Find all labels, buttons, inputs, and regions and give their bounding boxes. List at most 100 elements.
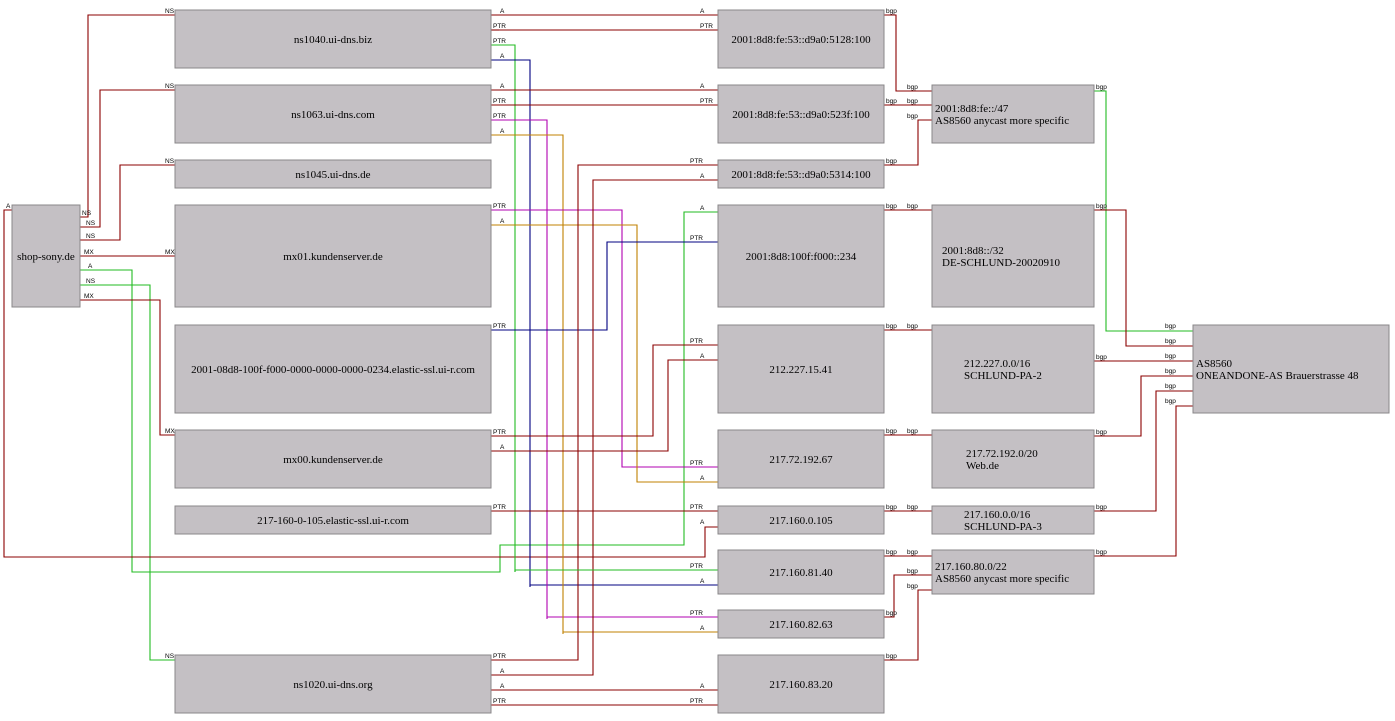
node-label: mx00.kundenserver.de [283,454,383,466]
edge-label-target: bgp [907,568,918,575]
nodes-layer: shop-sony.dens1040.ui-dns.bizns1063.ui-d… [11,9,1390,714]
edge-line [884,14,932,92]
edge-2: NS NS [80,158,175,241]
edge-1: NS NS [80,83,175,228]
node-box [717,549,885,595]
node-label: 212.227.0.0/16 [964,358,1031,370]
edge-label-target: PTR [690,504,703,511]
edge-27: PTR [514,563,718,572]
node-ip5128: 2001:8d8:fe:53::d9a0:5128:100 [717,9,885,69]
node-label: ONEANDONE-AS Brauerstrasse 48 [1196,370,1359,382]
edge-label-target: bgp [1165,368,1176,375]
edge-label-target: bgp [907,84,918,91]
edge-line [491,44,516,572]
edge-line [3,209,718,558]
node-label: 2001:8d8:fe:53::d9a0:523f:100 [732,109,870,121]
node-label: 2001:8d8:100f:f000::234 [746,251,857,263]
node-box [717,204,885,308]
node-ip2171608140: 217.160.81.40 [717,549,885,595]
edge-label-source: bgp [886,158,897,165]
node-label: ns1045.ui-dns.de [295,169,370,181]
edge-label-source: bgp [886,653,897,660]
node-label: 2001-08d8-100f-f000-0000-0000-0000-0234.… [191,364,475,376]
edge-31: bgp bgp [884,8,932,92]
node-box [717,429,885,489]
edge-label-source: A [500,668,505,675]
node-box [931,549,1095,595]
edge-label-target: PTR [690,338,703,345]
node-box [717,84,885,144]
edge-line [1094,90,1193,332]
node-box [717,159,885,189]
node-label: 217.160.83.20 [769,679,833,691]
edge-line [80,14,175,218]
node-ns1020: ns1020.ui-dns.org [174,654,492,714]
edge-label-target: MX [165,249,175,256]
edge-line [491,59,718,586]
node-label: DE-SCHLUND-20020910 [942,257,1060,269]
node-label: 217.160.82.63 [769,619,833,631]
edge-label-target: NS [165,653,175,660]
edge-line [80,164,175,241]
node-label: Web.de [966,460,999,472]
edge-line [1094,405,1193,557]
edge-label-target: MX [165,428,175,435]
node-label: AS8560 anycast more specific [935,115,1069,127]
edge-label-source: A [88,263,93,270]
edge-20: AA [491,353,718,452]
edge-label-target: NS [165,158,175,165]
edge-line [491,134,718,633]
edge-label-source: bgp [886,8,897,15]
edge-label-source: PTR [493,38,506,45]
edge-label-target: PTR [690,460,703,467]
edge-label-target: A [700,625,705,632]
node-label: 217.160.0.0/16 [964,509,1031,521]
node-label: ns1063.ui-dns.com [291,109,375,121]
node-box [717,505,885,535]
edge-label-source: PTR [493,23,506,30]
node-box [931,429,1095,489]
edge-22: PTR PTR [491,158,718,661]
edge-label-source: bgp [886,504,897,511]
edge-label-target: PTR [700,23,713,30]
edge-label-source: MX [84,293,94,300]
edge-7: AA [3,203,718,558]
edge-label-target: bgp [907,583,918,590]
node-ns1045: ns1045.ui-dns.de [174,159,492,189]
node-box [717,324,885,414]
edge-label-source: PTR [493,113,506,120]
edge-line [491,359,718,452]
node-ns1040: ns1040.ui-dns.biz [174,9,492,69]
edge-5: NS NS [80,278,175,661]
edge-label-source: NS [86,220,96,227]
node-box [931,204,1095,308]
edge-label-source: PTR [493,698,506,705]
edge-44: bgp bgp [1094,368,1193,437]
edge-11: AA [491,53,718,586]
node-ip523f: 2001:8d8:fe:53::d9a0:523f:100 [717,84,885,144]
edge-label-target: bgp [1165,398,1176,405]
edge-label-target: A [700,353,705,360]
edge-label-target: A [700,578,705,585]
edge-label-target: NS [165,83,175,90]
edge-label-source: bgp [886,549,897,556]
edge-label-source: A [500,444,505,451]
edge-label-source: bgp [1096,84,1107,91]
edge-label-source: NS [86,278,96,285]
node-elastic105: 217-160-0-105.elastic-ssl.ui-r.com [174,505,492,535]
edge-label-source: PTR [493,323,506,330]
node-box [717,9,885,69]
edge-label-target: bgp [1165,353,1176,360]
node-label: 217.72.192.0/20 [966,448,1038,460]
node-label: 2001:8d8:fe::/47 [935,103,1009,115]
node-box [931,84,1095,144]
